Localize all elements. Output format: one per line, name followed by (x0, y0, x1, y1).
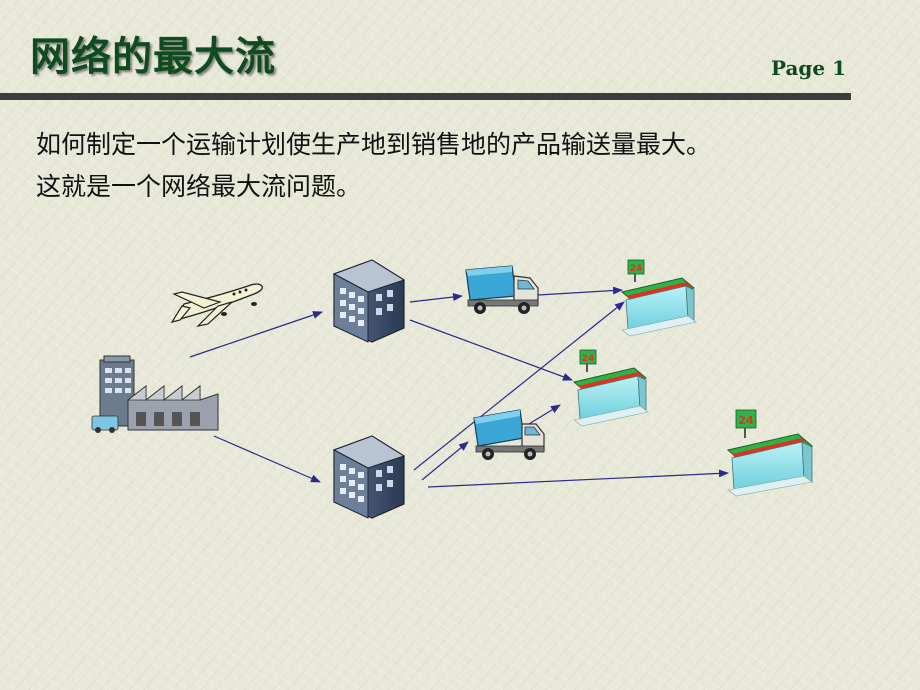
body-text: 如何制定一个运输计划使生产地到销售地的产品输送量最大。 这就是一个网络最大流问题… (36, 124, 896, 208)
store-3-icon: 24 (726, 409, 814, 497)
store-2-sign: 24 (582, 354, 595, 364)
arrow-factory-to-warehouse-bottom (213, 435, 321, 483)
store-1-sign: 24 (630, 264, 643, 274)
warehouse-building-bottom-icon (332, 435, 406, 519)
title-divider (0, 93, 851, 100)
flow-arrows (189, 286, 729, 488)
body-line-2: 这就是一个网络最大流问题。 (36, 172, 362, 201)
slide-title: 网络的最大流 (30, 34, 276, 80)
store-3-sign: 24 (738, 414, 754, 427)
truck-bottom-icon (473, 409, 545, 460)
arrow-warehouse-bottom-to-store-3 (427, 469, 729, 488)
arrow-warehouse-bottom-to-truck-bottom (421, 441, 469, 481)
airplane-icon (170, 283, 263, 327)
factory-icon (91, 355, 219, 433)
warehouse-building-top-icon (332, 259, 406, 343)
arrow-warehouse-bottom-to-store-1 (413, 301, 625, 471)
store-1-icon: 24 (620, 259, 697, 337)
arrow-warehouse-top-to-store-2 (409, 319, 573, 381)
truck-top-icon (465, 265, 539, 314)
arrow-truck-bottom-to-store-2 (523, 404, 561, 428)
arrow-factory-to-warehouse-top (189, 311, 323, 358)
arrow-warehouse-top-to-truck-top (409, 293, 463, 303)
page-number: Page 1 (770, 56, 846, 80)
store-2-icon: 24 (572, 349, 649, 427)
arrow-truck-top-to-store-1 (537, 286, 623, 296)
body-line-1: 如何制定一个运输计划使生产地到销售地的产品输送量最大。 (36, 130, 712, 159)
